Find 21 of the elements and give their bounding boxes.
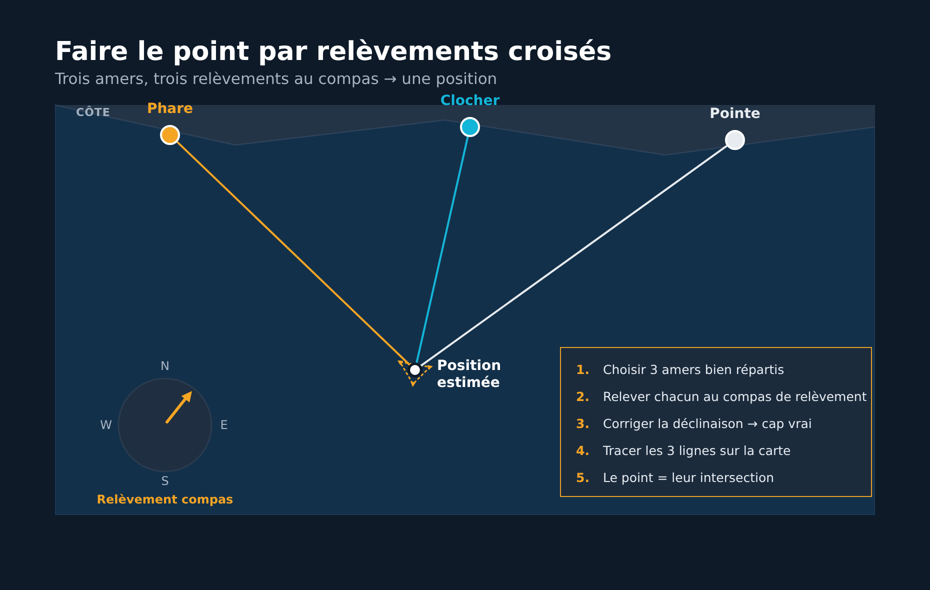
cardinal-label: E (220, 418, 228, 432)
landmark-label: Pointe (708, 105, 762, 123)
landmark-label: Phare (146, 100, 194, 118)
step-text: 3. Corriger la déclinaison → cap vrai (576, 415, 812, 433)
bearing-line (176, 141, 411, 366)
coast-label: CÔTE (76, 106, 110, 120)
bearing-line (420, 145, 728, 367)
step-text: 1. Choisir 3 amers bien répartis (576, 361, 784, 379)
step-text: 2. Relever chacun au compas de relèvement (576, 388, 867, 406)
step-text: 5. Le point = leur intersection (576, 469, 774, 487)
subtitle: Trois amers, trois relèvements au compas → une position (55, 70, 498, 89)
compass-caption: Relèvement compas (96, 492, 234, 508)
cardinal-label: S (161, 474, 169, 488)
cardinal-label: N (160, 359, 170, 373)
steps-panel (560, 347, 872, 497)
bearing-line (416, 136, 469, 364)
step-text: 4. Tracer les 3 lignes sur la carte (576, 442, 791, 460)
landmark-label: Clocher (439, 92, 501, 110)
cardinal-label: W (100, 418, 112, 432)
position-label: Position estimée (437, 358, 502, 392)
title: Faire le point par relèvements croisés (55, 37, 612, 67)
